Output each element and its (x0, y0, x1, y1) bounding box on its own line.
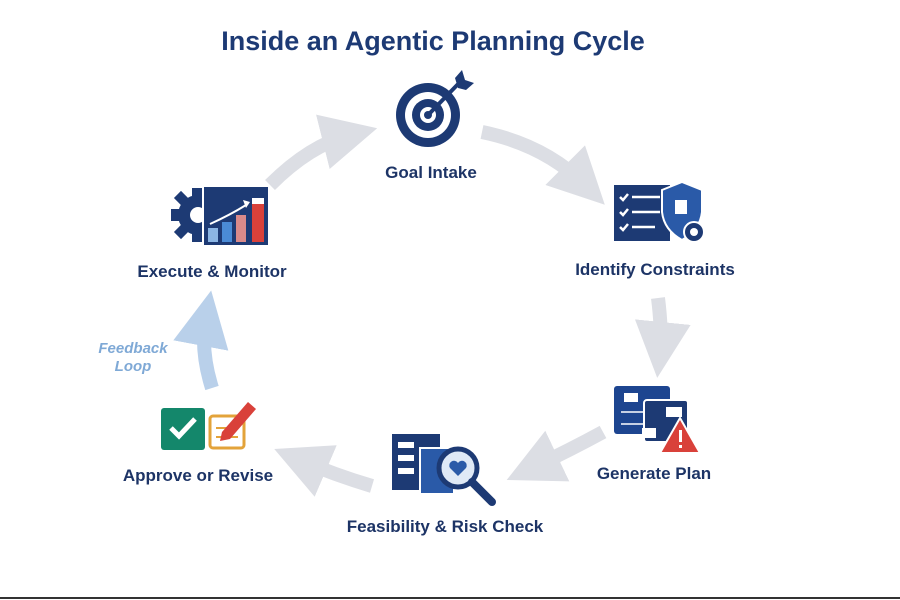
feedback-line2: Loop (114, 358, 152, 375)
feedback-loop-label: Feedback Loop (98, 340, 167, 376)
step-label-feasibility-risk-check: Feasibility & Risk Check (346, 517, 544, 536)
arrow-goal-to-constraints (480, 125, 605, 205)
arrow-plan-to-feasibility (506, 425, 607, 482)
arrow-constraints-to-plan (634, 297, 691, 378)
step-label-execute-monitor: Execute & Monitor (137, 262, 287, 281)
bottom-border (0, 597, 900, 599)
step-label-goal-intake: Goal Intake (385, 163, 477, 182)
diagram-title: Inside an Agentic Planning Cycle (221, 26, 645, 56)
step-label-identify-constraints: Identify Constraints (575, 260, 735, 279)
arrow-feedback-loop (173, 290, 229, 391)
step-label-generate-plan: Generate Plan (596, 464, 712, 483)
arrow-feasibility-to-approve (274, 445, 374, 497)
feedback-line1: Feedback (98, 340, 168, 357)
step-label-approve-or-revise: Approve or Revise (122, 466, 274, 485)
arrow-execute-to-goal (265, 114, 378, 190)
